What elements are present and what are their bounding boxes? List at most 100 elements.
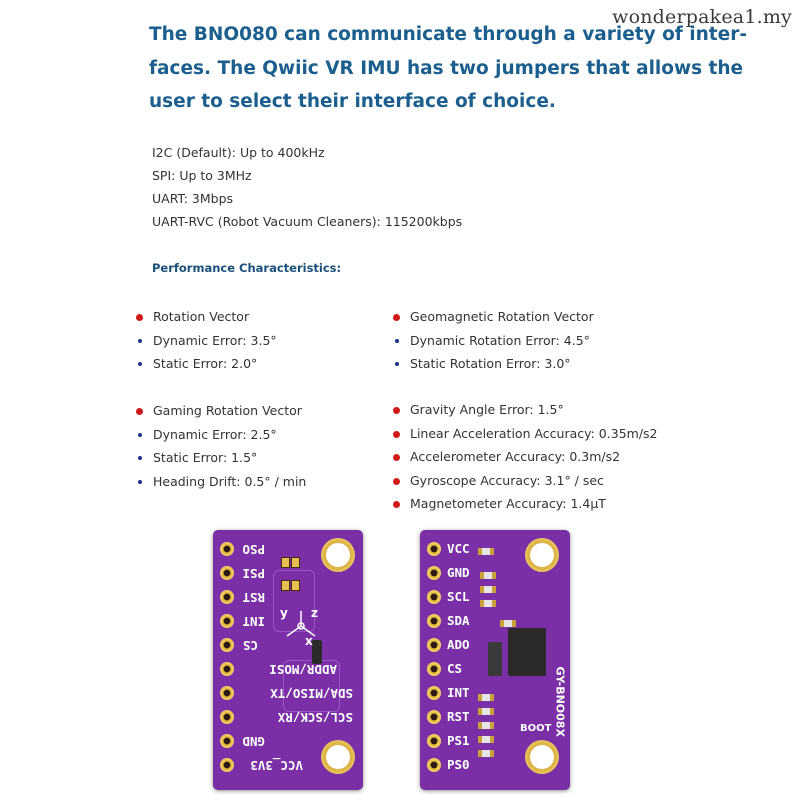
pin-label: SCL: [447, 589, 470, 604]
smd-component: [500, 620, 516, 627]
spec-item: Linear Acceleration Accuracy: 0.35m/s2: [393, 424, 658, 448]
spec-item: Accelerometer Accuracy: 0.3m/s2: [393, 447, 658, 471]
pin-pad: [427, 710, 441, 724]
group-heading: Gaming Rotation Vector: [135, 401, 306, 425]
smd-component: [478, 722, 494, 729]
spec-item: Heading Drift: 0.5° / min: [137, 472, 306, 496]
smd-component: [478, 548, 494, 555]
pin-pad: [427, 614, 441, 628]
pin-pad: [427, 590, 441, 604]
spec-item: Static Error: 2.0°: [137, 354, 277, 378]
jumper-pad: [291, 557, 300, 568]
spec-item: Dynamic Rotation Error: 4.5°: [394, 331, 594, 355]
pin-pad: [220, 638, 234, 652]
pin-label: CS: [447, 661, 463, 676]
pin-pad: [427, 758, 441, 772]
axis-label-z: z: [311, 606, 318, 620]
board-model-label: GY-BNO08X: [553, 666, 567, 737]
pin-label: RST: [242, 590, 265, 605]
headline-line: user to select their interface of choice…: [149, 91, 556, 112]
jumper-pad: [291, 580, 300, 591]
pin-pad: [220, 758, 234, 772]
pin-label: PS1: [447, 733, 470, 748]
jumper-pad: [281, 580, 290, 591]
performance-title: Performance Characteristics:: [152, 261, 342, 275]
boot-label: BOOT: [520, 723, 552, 734]
spec-item: Static Error: 1.5°: [137, 448, 306, 472]
pin-label: ADO: [447, 637, 470, 652]
pin-pad: [220, 614, 234, 628]
pin-pad: [220, 566, 234, 580]
pin-label: PS0: [447, 757, 470, 772]
smd-component: [480, 586, 496, 593]
headline-line: faces. The Qwiic VR IMU has two jumpers …: [149, 57, 744, 79]
pin-pad: [427, 638, 441, 652]
jumper-pad: [281, 557, 290, 568]
pin-label: ADDR/MOSI: [269, 662, 337, 677]
mounting-hole: [525, 740, 559, 774]
pin-label: GND: [242, 734, 265, 749]
smd-component: [480, 600, 496, 607]
pin-pad: [220, 734, 234, 748]
spec-item: Gyroscope Accuracy: 3.1° / sec: [393, 471, 658, 495]
pin-label: RST: [447, 709, 470, 724]
pin-label: VCC_3V3: [250, 758, 303, 773]
rotation-vector-group: Rotation Vector Dynamic Error: 3.5° Stat…: [136, 307, 277, 378]
pcb-board-front: GY-BNO08X BOOT VCC GND SCL SDA ADO CS IN…: [420, 530, 570, 790]
pin-label: INT: [447, 685, 470, 700]
pin-label: VCC: [447, 541, 470, 556]
accuracy-list: Gravity Angle Error: 1.5° Linear Acceler…: [393, 400, 658, 518]
pin-pad: [220, 710, 234, 724]
interface-item: SPI: Up to 3MHz: [152, 168, 252, 183]
smd-component: [478, 750, 494, 757]
headline-line: The BNO080 can communicate through a var…: [149, 24, 747, 45]
geomagnetic-rotation-vector-group: Geomagnetic Rotation Vector Dynamic Rota…: [393, 307, 594, 378]
pin-label: SDA: [447, 613, 470, 628]
pin-label: SCL/SCK/RX: [277, 710, 353, 725]
axis-orientation-icon: [286, 611, 316, 637]
spec-item: Static Rotation Error: 3.0°: [394, 354, 594, 378]
mounting-hole: [525, 538, 559, 572]
pin-label: SDA/MISO/TX: [270, 686, 353, 701]
interface-item: UART: 3Mbps: [152, 191, 234, 206]
pin-pad: [427, 662, 441, 676]
component: [488, 642, 502, 676]
spec-item: Dynamic Error: 2.5°: [137, 425, 306, 449]
pin-label: INT: [242, 614, 265, 629]
mounting-hole: [321, 538, 355, 572]
smd-component: [478, 736, 494, 743]
pin-pad: [427, 566, 441, 580]
pin-label: PSI: [242, 566, 265, 581]
component: [312, 640, 322, 664]
pin-label: GND: [447, 565, 470, 580]
group-heading: Geomagnetic Rotation Vector: [393, 307, 594, 331]
gaming-rotation-vector-group: Gaming Rotation Vector Dynamic Error: 2.…: [135, 401, 306, 496]
spec-item: Magnetometer Accuracy: 1.4µT: [393, 494, 658, 518]
axis-label-y: y: [280, 606, 288, 620]
bno080-chip: [508, 628, 546, 676]
interface-list: I2C (Default): Up to 400kHz SPI: Up to 3…: [152, 143, 462, 235]
interface-item: UART-RVC (Robot Vacuum Cleaners): 115200…: [152, 214, 463, 229]
smd-component: [478, 694, 494, 701]
pcb-board-back: y z x PSO PSI RST INT CS ADDR/MOSI SDA/M…: [213, 530, 363, 790]
pin-pad: [220, 542, 234, 556]
spec-item: Gravity Angle Error: 1.5°: [393, 400, 658, 424]
axis-label-x: x: [305, 634, 313, 648]
pin-pad: [220, 590, 234, 604]
mounting-hole: [321, 740, 355, 774]
pin-pad: [427, 734, 441, 748]
pin-label: CS: [242, 638, 258, 653]
smd-component: [480, 572, 496, 579]
group-heading: Rotation Vector: [136, 307, 277, 331]
watermark: wonderpakea1.my: [612, 6, 792, 28]
pin-pad: [427, 542, 441, 556]
interface-item: I2C (Default): Up to 400kHz: [152, 145, 325, 160]
pin-pad: [220, 686, 234, 700]
headline: The BNO080 can communicate through a var…: [149, 18, 747, 119]
pin-pad: [427, 686, 441, 700]
spec-item: Dynamic Error: 3.5°: [137, 331, 277, 355]
pin-pad: [220, 662, 234, 676]
pcb-trace: [283, 660, 340, 712]
pin-label: PSO: [242, 542, 265, 557]
smd-component: [478, 708, 494, 715]
